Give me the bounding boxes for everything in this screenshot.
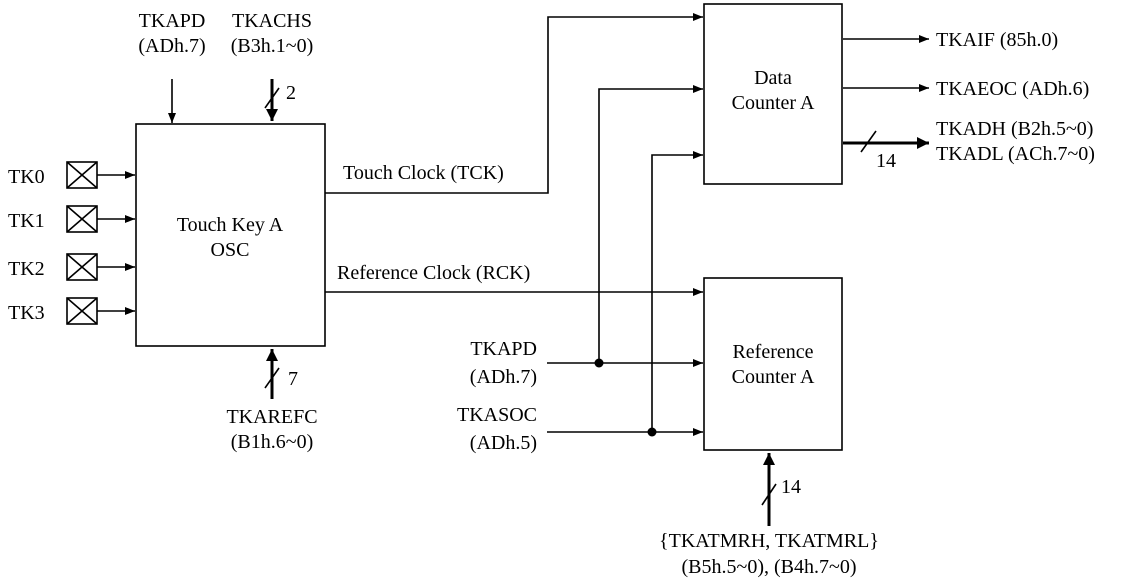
tkaif-label: TKAIF (85h.0) [936,29,1058,51]
tkachs-name: TKACHS [232,10,312,32]
tkapd-top-name: TKAPD [139,10,206,32]
reference-counter-block [703,277,843,451]
tkasoc-reg: (ADh.5) [470,432,537,454]
rck-label: Reference Clock (RCK) [337,262,530,284]
timer-width: 14 [781,476,801,498]
tk3-label: TK3 [8,302,45,324]
tkadl-label: TKADL (ACh.7~0) [936,143,1095,165]
tkaeoc-label: TKAEOC (ADh.6) [936,78,1089,100]
tk0-label: TK0 [8,166,45,188]
tk2-pin: TK2 [8,253,135,281]
tkapd-ctrl-name: TKAPD [470,338,537,360]
timer-label-2: (B5h.5~0), (B4h.7~0) [682,556,857,578]
tkad-width: 14 [876,150,896,172]
tkachs-width: 2 [286,82,296,104]
tkachs-reg: (B3h.1~0) [231,35,313,57]
tk2-label: TK2 [8,258,45,280]
tk1-label: TK1 [8,210,45,232]
tkad-bus-slash [860,130,877,153]
tck-label: Touch Clock (TCK) [343,162,504,184]
osc-block-label-2: OSC [211,239,250,261]
tkasoc-branch-wire [651,151,703,432]
tk1-pin: TK1 [8,205,135,233]
tkarefc-reg: (B1h.6~0) [231,431,313,453]
tkarefc-name: TKAREFC [226,406,317,428]
timer-label: {TKATMRH, TKATMRL} [659,530,879,552]
tkadh-label: TKADH (B2h.5~0) [936,118,1093,140]
osc-block-label: Touch Key A [177,214,284,236]
tkapd-branch-wire [598,85,703,363]
reference-counter-label: Reference [732,341,813,363]
data-counter-label-2: Counter A [732,92,815,114]
tkasoc-name: TKASOC [457,404,537,426]
reference-counter-label-2: Counter A [732,366,815,388]
tck-wire [325,13,703,194]
tk0-pin: TK0 [8,161,135,189]
data-counter-label: Data [754,67,792,89]
tkapd-top-reg: (ADh.7) [138,35,205,57]
osc-block [135,123,326,347]
tkarefc-width: 7 [288,368,298,390]
tk3-pin: TK3 [8,297,135,325]
tkarefc-bus-slash [264,367,280,389]
tkapd-ctrl-reg: (ADh.7) [470,366,537,388]
data-counter-block [703,3,843,185]
timer-bus-slash [761,483,777,506]
tkachs-bus-slash [264,87,280,109]
